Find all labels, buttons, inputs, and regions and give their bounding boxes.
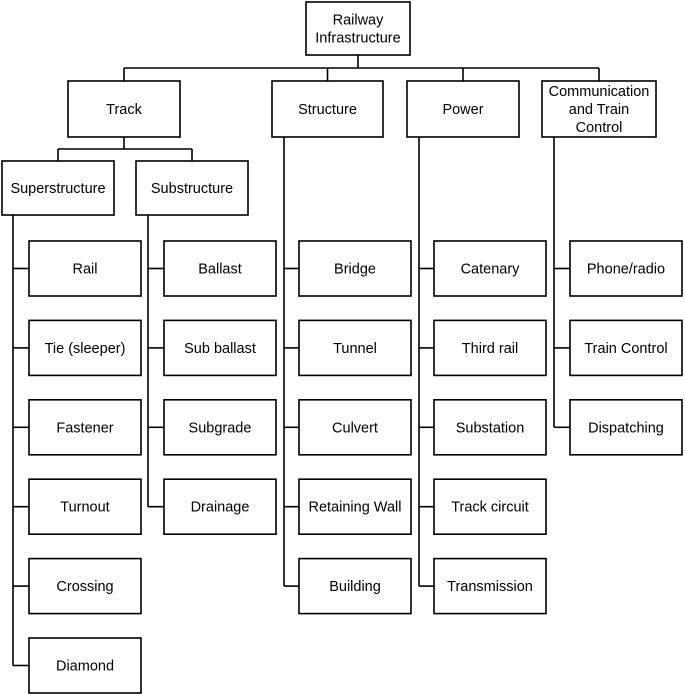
leaf-track-circuit-label: Track circuit — [451, 500, 529, 516]
leaf-tunnel-frame — [298, 319, 412, 377]
leaf-transmission-frame — [433, 557, 547, 615]
leaf-dispatching-label: Dispatching — [588, 420, 664, 436]
leaf-tie-sleeper: Tie (sleeper) — [28, 319, 142, 377]
leaf-diamond-frame — [28, 637, 142, 694]
leaf-train-control-label: Train Control — [584, 341, 667, 357]
category-track: Track — [67, 80, 181, 138]
leaf-catenary: Catenary — [433, 240, 547, 297]
connectors — [12, 55, 600, 667]
leaf-sub-ballast-frame — [163, 319, 277, 377]
leaf-train-control: Train Control — [569, 319, 683, 377]
leaf-bridge-frame — [298, 240, 412, 297]
leaf-bridge: Bridge — [298, 240, 412, 297]
leaf-third-rail: Third rail — [433, 319, 547, 377]
leaf-crossing: Crossing — [28, 557, 142, 615]
leaf-sub-ballast: Sub ballast — [163, 319, 277, 377]
leaf-substation-label: Substation — [456, 420, 525, 436]
leaf-ballast-frame — [163, 240, 277, 297]
leaf-subgrade: Subgrade — [163, 398, 277, 456]
group-superstructure-label: Superstructure — [10, 181, 105, 197]
leaf-culvert-frame — [298, 398, 412, 456]
leaf-fastener: Fastener — [28, 398, 142, 456]
leaf-turnout-label: Turnout — [60, 500, 109, 516]
leaf-culvert: Culvert — [298, 398, 412, 456]
category-power: Power — [406, 80, 520, 138]
leaf-rail: Rail — [28, 240, 142, 297]
leaf-culvert-label: Culvert — [332, 420, 378, 436]
leaf-tie-sleeper-label: Tie (sleeper) — [45, 341, 126, 357]
leaf-drainage-label: Drainage — [191, 500, 250, 516]
category-comm-label: Control — [576, 120, 623, 136]
leaf-fastener-frame — [28, 398, 142, 456]
leaf-retaining-wall-frame — [298, 478, 412, 536]
group-substructure: Substructure — [135, 160, 249, 216]
leaf-sub-ballast-label: Sub ballast — [184, 341, 256, 357]
leaf-crossing-frame — [28, 557, 142, 615]
category-comm-frame — [541, 80, 657, 138]
leaf-turnout: Turnout — [28, 478, 142, 536]
root-node-label: Infrastructure — [315, 31, 400, 47]
leaf-tie-sleeper-frame — [28, 319, 142, 377]
leaf-third-rail-frame — [433, 319, 547, 377]
group-superstructure-frame — [1, 160, 115, 216]
leaf-building-label: Building — [329, 579, 381, 595]
leaf-transmission: Transmission — [433, 557, 547, 615]
leaf-drainage-frame — [163, 478, 277, 536]
leaf-dispatching-frame — [569, 398, 683, 456]
leaf-ballast-label: Ballast — [198, 262, 242, 278]
leaf-third-rail-label: Third rail — [462, 341, 518, 357]
category-structure-frame — [271, 80, 384, 138]
leaf-retaining-wall: Retaining Wall — [298, 478, 412, 536]
root-node-label: Railway — [333, 13, 385, 29]
root-node-frame — [305, 1, 411, 56]
leaf-substation-frame — [433, 398, 547, 456]
category-comm-label: Communication — [549, 84, 650, 100]
category-structure: Structure — [271, 80, 384, 138]
leaf-rail-label: Rail — [73, 262, 98, 278]
leaf-turnout-frame — [28, 478, 142, 536]
leaf-building: Building — [298, 557, 412, 615]
leaf-phone-radio-frame — [569, 240, 683, 297]
leaf-catenary-frame — [433, 240, 547, 297]
leaf-subgrade-label: Subgrade — [189, 420, 252, 436]
leaf-substation: Substation — [433, 398, 547, 456]
category-track-frame — [67, 80, 181, 138]
leaf-subgrade-frame — [163, 398, 277, 456]
leaf-retaining-wall-label: Retaining Wall — [309, 500, 402, 516]
category-power-label: Power — [442, 102, 483, 118]
leaf-building-frame — [298, 557, 412, 615]
group-superstructure: Superstructure — [1, 160, 115, 216]
leaf-catenary-label: Catenary — [461, 262, 521, 278]
leaf-track-circuit: Track circuit — [433, 478, 547, 536]
leaf-rail-frame — [28, 240, 142, 297]
leaf-train-control-frame — [569, 319, 683, 377]
leaf-ballast: Ballast — [163, 240, 277, 297]
leaf-diamond-label: Diamond — [56, 659, 114, 675]
group-substructure-label: Substructure — [151, 181, 233, 197]
leaf-phone-radio: Phone/radio — [569, 240, 683, 297]
leaf-drainage: Drainage — [163, 478, 277, 536]
leaf-crossing-label: Crossing — [56, 579, 113, 595]
category-comm-label: and Train — [569, 102, 629, 118]
group-substructure-frame — [135, 160, 249, 216]
leaf-tunnel-label: Tunnel — [333, 341, 377, 357]
leaf-diamond: Diamond — [28, 637, 142, 694]
leaf-tunnel: Tunnel — [298, 319, 412, 377]
leaf-bridge-label: Bridge — [334, 262, 376, 278]
leaf-transmission-label: Transmission — [447, 579, 533, 595]
leaf-track-circuit-frame — [433, 478, 547, 536]
category-track-label: Track — [106, 102, 142, 118]
leaf-dispatching: Dispatching — [569, 398, 683, 456]
category-structure-label: Structure — [298, 102, 357, 118]
leaf-fastener-label: Fastener — [56, 420, 113, 436]
leaf-phone-radio-label: Phone/radio — [587, 262, 665, 278]
category-power-frame — [406, 80, 520, 138]
